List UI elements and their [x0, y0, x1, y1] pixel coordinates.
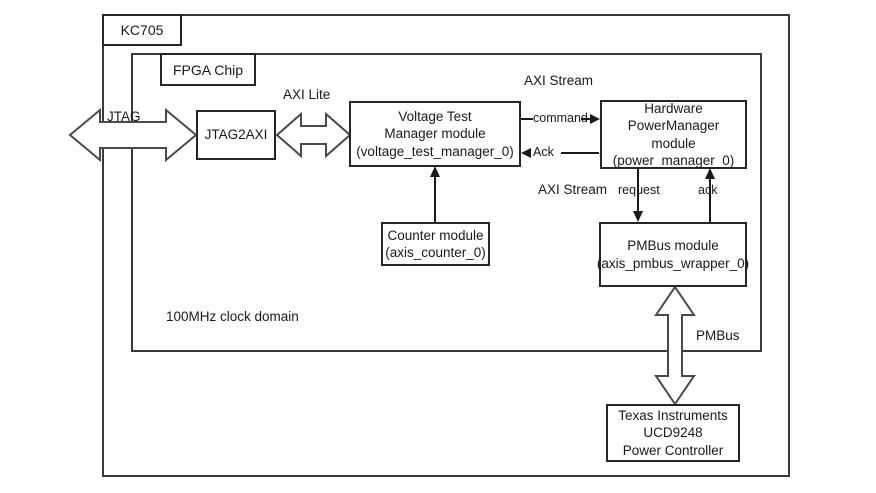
- ti-line-1: Texas Instruments: [618, 408, 728, 424]
- vtm-line-3: (voltage_test_manager_0): [356, 143, 514, 159]
- ack-upper-label: Ack: [533, 145, 554, 159]
- counter-line-2: (axis_counter_0): [385, 245, 486, 260]
- ack-lower-label: ack: [698, 183, 718, 197]
- pmbus-line-2: (axis_pmbus_wrapper_0): [596, 255, 750, 271]
- vtm-line-2: Manager module: [384, 126, 486, 142]
- vtm-line-1: Voltage Test: [398, 109, 472, 125]
- power-controller-block: Texas Instruments UCD9248 Power Controll…: [606, 404, 740, 462]
- pmbus-module-block: PMBus module (axis_pmbus_wrapper_0): [596, 222, 750, 287]
- axi-stream-top-label: AXI Stream: [524, 73, 594, 88]
- jtag-label: JTAG: [107, 109, 141, 124]
- axi-stream-bottom-label: AXI Stream: [538, 182, 608, 197]
- clock-domain-label: 100MHz clock domain: [166, 309, 299, 324]
- pm-line-3: module: [651, 135, 696, 151]
- ti-line-2: UCD9248: [643, 425, 703, 441]
- jtag2axi-block: JTAG2AXI: [196, 110, 276, 160]
- counter-module-block: Counter module (axis_counter_0): [381, 222, 490, 266]
- pmbus-bus-label: PMBus: [696, 328, 740, 343]
- fpga-chip-boundary: [131, 53, 762, 352]
- kc705-boundary: [102, 14, 790, 477]
- fpga-chip-label-tag: FPGA Chip: [160, 53, 256, 86]
- counter-line-1: Counter module: [387, 227, 484, 243]
- pm-line-1: Hardware: [644, 100, 703, 116]
- ti-line-3: Power Controller: [622, 442, 724, 458]
- pm-line-2: PowerManager: [627, 118, 720, 134]
- command-label: command: [533, 111, 588, 125]
- fpga-chip-label: FPGA Chip: [172, 61, 244, 78]
- kc705-label: KC705: [120, 22, 164, 38]
- kc705-label-tag: KC705: [102, 14, 182, 46]
- voltage-test-manager-block: Voltage Test Manager module (voltage_tes…: [349, 101, 521, 167]
- pm-line-4: (power_manager_0): [612, 152, 735, 168]
- request-label: request: [618, 183, 660, 197]
- pmbus-line-1: PMBus module: [627, 238, 719, 254]
- jtag2axi-label: JTAG2AXI: [204, 127, 268, 143]
- hardware-power-manager-block: Hardware PowerManager module (power_mana…: [600, 100, 747, 169]
- axi-lite-label: AXI Lite: [283, 87, 331, 102]
